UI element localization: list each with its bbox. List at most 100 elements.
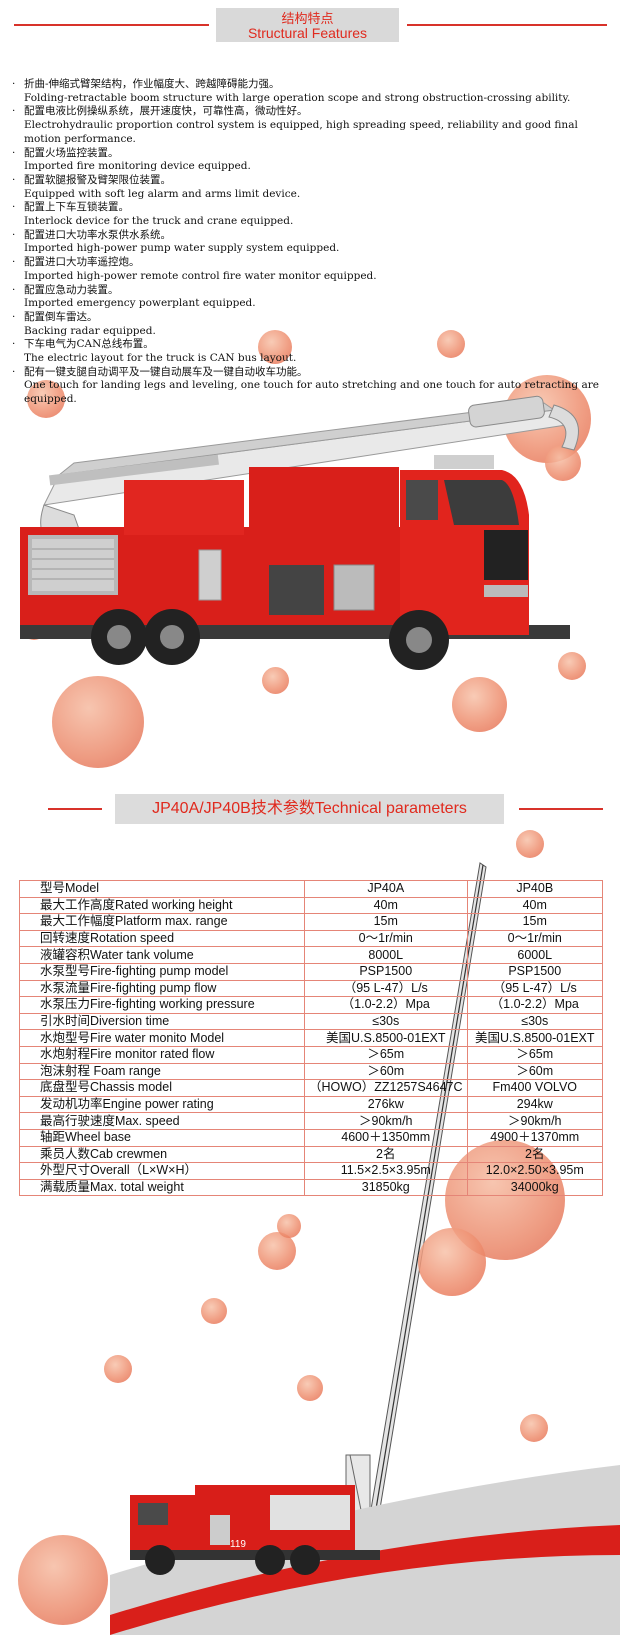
bubble-decoration [516,830,544,858]
bubble-decoration [452,677,507,732]
bullet-icon: · [12,310,16,323]
bubble-decoration [545,445,581,481]
table-cell-name: 引水时间Diversion time [19,1012,305,1031]
table-row: 引水时间Diversion time≤30s≤30s [19,1012,604,1031]
table-cell-jp40b: （95 L-47）L/s [466,979,604,998]
table-cell-name: 泡沫射程 Foam range [19,1062,305,1081]
table-cell-jp40a: 4600＋1350mm [304,1128,468,1147]
table-cell-jp40a: 2名 [304,1145,468,1164]
table-row: 水炮射程Fire monitor rated flow＞65m＞65m [19,1045,604,1064]
table-cell-name: 最大工作幅度Platform max. range [19,913,305,931]
feature-item: ·折曲-伸缩式臂架结构，作业幅度大、跨越障碍能力强。 Folding-retra… [12,78,602,105]
table-cell-jp40a: ≤30s [304,1012,468,1031]
table-cell-name: 最大工作高度Rated working height [19,896,305,915]
feature-en: Backing radar equipped. [24,324,156,337]
feature-en: Imported fire monitoring device equipped… [24,160,251,173]
bubble-decoration [201,1298,227,1324]
feature-item: · 配置倒车雷达。 Backing radar equipped. [12,311,602,338]
feature-item: ·配置进口大功率遥控炮。 Imported high-power remote … [12,256,602,283]
header-rule-right [407,24,607,26]
table-cell-jp40b: 6000L [466,946,604,964]
feature-cn: 下车电气为CAN总线布置。 [24,338,154,351]
bubble-decoration [27,380,65,418]
table-cell-jp40a: JP40A [304,880,468,898]
feature-item: ·配置进口大功率水泵供水系统。 Imported high-power pump… [12,229,602,256]
section-title-cn: 结构特点 [281,11,334,26]
feature-cn: 配置进口大功率遥控炮。 [24,256,140,269]
truck-wheels [91,609,449,670]
table-row: 泡沫射程 Foam range＞60m＞60m [19,1062,604,1081]
table-cell-name: 外型尺寸Overall（L×W×H） [19,1162,305,1180]
table-cell-jp40a: （HOWO）ZZ1257S4647C [304,1079,468,1097]
table-cell-jp40a: ＞90km/h [304,1112,468,1130]
bullet-icon: · [12,173,16,186]
table-cell-jp40b: 34000kg [466,1178,604,1197]
table-cell-jp40a: ＞60m [304,1062,468,1081]
bubble-decoration [297,1375,323,1401]
bubble-decoration [18,1535,108,1625]
table-row: 最高行驶速度Max. speed＞90km/h＞90km/h [19,1112,604,1130]
table-cell-jp40b: ＞65m [466,1045,604,1064]
table-cell-name: 底盘型号Chassis model [19,1079,305,1097]
bullet-icon: · [12,201,16,214]
feature-en: One touch for landing legs and leveling,… [24,379,599,406]
table-cell-name: 轴距Wheel base [19,1128,305,1147]
table-cell-jp40b: 2名 [466,1145,604,1164]
bubble-decoration [258,330,292,364]
table-row: 水泵流量Fire-fighting pump flow（95 L-47）L/s（… [19,979,604,998]
table-cell-jp40b: 40m [466,896,604,915]
table-cell-jp40a: PSP1500 [304,962,468,981]
bullet-icon: · [12,78,16,90]
bubble-decoration [258,1232,296,1270]
feature-cn: 折曲-伸缩式臂架结构，作业幅度大、跨越障碍能力强。 [24,78,280,90]
table-cell-jp40a: 276kw [304,1095,468,1114]
feature-item: ·配置软腿报警及臂架限位装置。 Equipped with soft leg a… [12,174,602,201]
feature-item: ·配有一键支腿自动调平及一键自动展车及一键自动收车功能。 One touch f… [12,366,602,407]
table-cell-jp40a: （1.0-2.2）Mpa [304,996,468,1014]
bubble-decoration [277,1214,301,1238]
bubble-decoration [418,1228,486,1296]
table-cell-jp40b: 0～1r/min [466,929,604,948]
table-cell-jp40b: 美国U.S.8500-01EXT [466,1029,604,1047]
truck-cab [400,455,529,635]
table-cell-name: 回转速度Rotation speed [19,929,305,948]
table-cell-jp40a: 11.5×2.5×3.95m [304,1162,468,1180]
table-cell-jp40a: 0～1r/min [304,929,468,948]
truck-body: 119 [130,1485,380,1575]
feature-cn: 配置火场监控装置。 [24,146,119,159]
table-cell-jp40a: （95 L-47）L/s [304,979,468,998]
feature-item: · 配置火场监控装置。 Imported fire monitoring devi… [12,147,602,174]
table-cell-name: 最高行驶速度Max. speed [19,1112,305,1130]
bullet-icon: · [12,228,16,241]
table-cell-jp40b: 4900＋1370mm [466,1128,604,1147]
technical-parameters-table: 型号Model JP40A JP40B 最大工作高度Rated working … [19,880,604,1197]
table-cell-name: 水炮型号Fire water monito Model [19,1029,305,1047]
table-cell-jp40b: ＞90km/h [466,1112,604,1130]
feature-cn: 配置软腿报警及臂架限位装置。 [24,173,171,186]
feature-en: Interlock device for the truck and crane… [24,215,294,228]
table-cell-jp40b: ＞60m [466,1062,604,1081]
fire-truck-illustration [20,395,579,670]
bubble-decoration [104,1355,132,1383]
header-rule-left [14,24,209,26]
feature-en: Imported emergency powerplant equipped. [24,297,256,310]
params-rule-left [48,808,102,810]
table-cell-jp40b: JP40B [466,880,604,898]
bullet-icon: · [12,146,16,159]
params-rule-right [519,808,603,810]
feature-item: ·配置应急动力装置。 Imported emergency powerplant… [12,284,602,311]
table-cell-jp40b: 15m [466,913,604,931]
table-row: 水炮型号Fire water monito Model 美国U.S.8500-01… [19,1029,604,1047]
feature-cn: 配置上下车互锁装置。 [24,201,129,214]
bubble-decoration [262,667,289,694]
feature-cn: 配置倒车雷达。 [24,310,98,323]
feature-item: · 配置上下车互锁装置。 Interlock device for the tru… [12,201,602,228]
feature-cn: 配置电液比例操纵系统，展开速度快，可靠性高，微动性好。 [24,105,308,118]
